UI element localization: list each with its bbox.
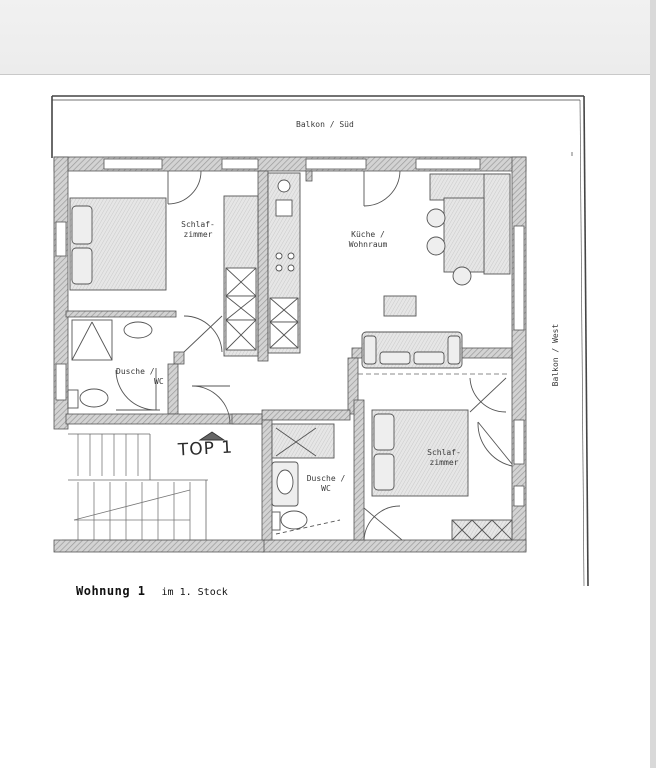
schlafzimmer-1-label-line2: zimmer [183, 230, 213, 239]
schlafzimmer-1-label: Schlaf- zimmer [170, 220, 226, 240]
windows [55, 158, 525, 507]
caption-subtitle: im 1. Stock [161, 587, 228, 598]
bed-2 [371, 409, 469, 497]
sofa [361, 331, 463, 369]
dining-set [426, 173, 511, 286]
kitchen-counter [267, 172, 301, 354]
dusche-2-label-line2: WC [321, 484, 331, 493]
schlafzimmer-2-label: Schlaf- zimmer [416, 448, 472, 468]
bathroom-2-fixtures [271, 423, 335, 531]
schlafzimmer-1-label-line1: Schlaf- [181, 220, 215, 229]
bathroom-1-fixtures [67, 319, 160, 411]
balkon-west-label: Balkon / West [551, 323, 560, 387]
kueche-label: Küche / Wohnraum [340, 230, 396, 250]
coffee-table [383, 295, 417, 317]
wardrobe-1 [223, 195, 259, 357]
wardrobe-2 [451, 519, 513, 541]
scan-margin-top [0, 0, 656, 75]
schlafzimmer-2-label-line2: zimmer [429, 458, 459, 467]
plan-caption: Wohnung 1 im 1. Stock [76, 580, 228, 599]
balcony-outline [51, 95, 589, 587]
kueche-label-line1: Küche / [351, 230, 385, 239]
dusche-2-label: Dusche / WC [302, 474, 350, 494]
caption-title: Wohnung 1 [76, 584, 146, 598]
schlafzimmer-2-label-line1: Schlaf- [427, 448, 461, 457]
doors [115, 170, 513, 541]
dusche-1-label-line2: WC [154, 377, 164, 386]
top-1-label: TOP 1 [177, 437, 234, 461]
staircase [62, 433, 208, 541]
kueche-label-line2: Wohnraum [348, 240, 388, 249]
dusche-1-label-line1: Dusche / [116, 367, 155, 376]
entrance-marker [198, 431, 226, 441]
bed-1 [69, 197, 167, 291]
dusche-2-label-line1: Dusche / [306, 474, 346, 483]
scan-margin-right [650, 0, 656, 768]
balkon-sued-label: Balkon / Süd [296, 120, 354, 129]
